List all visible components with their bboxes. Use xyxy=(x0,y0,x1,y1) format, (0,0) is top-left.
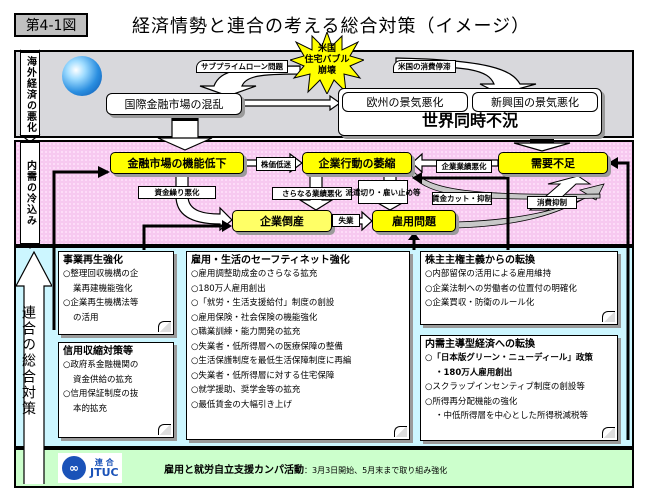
rengo-up-arrow-icon xyxy=(15,250,52,484)
note-item: ○失業者・低所得層への医療保障の整備 xyxy=(191,341,343,352)
note-item: ○内部留保の活用による雇用維持 xyxy=(425,269,552,279)
logo-en: JTUC xyxy=(90,466,119,479)
intl-down-arrowhead xyxy=(157,137,213,151)
note-title: 信用収縮対策等 xyxy=(63,346,133,357)
note-title: 内需主導型経済への転換 xyxy=(425,339,535,350)
connector-credit xyxy=(142,224,230,250)
bankruptcy-box: 企業倒産 xyxy=(232,210,332,232)
note-item: ○企業再生機構法等 xyxy=(63,298,139,308)
note-item: の活用 xyxy=(73,312,99,323)
globe-icon xyxy=(62,56,102,96)
note-item: ○「日本版グリーン・ニューディール」政策 xyxy=(425,353,593,363)
note-title: 雇用・生活のセーフティネット強化 xyxy=(191,255,350,266)
campaign-title: 雇用と就労自立支援カンパ活動 xyxy=(164,465,304,476)
note-item: ○180万人雇用創出 xyxy=(191,283,266,294)
policy-note-credit: 信用収縮対策等 ○政府系金融機関の資金供給の拡充 ○信用保証制度の抜本的拡充 xyxy=(58,342,174,438)
note-item: ○企業買収・防衛のルール化 xyxy=(425,298,535,308)
figure-label: 第4-1図 xyxy=(14,13,88,37)
note-item: ○整理回収機構の企 xyxy=(63,269,139,279)
note-item: ○失業者・低所得層に対する住宅保障 xyxy=(191,370,335,381)
page-title: 経済情勢と連合の考える総合対策（イメージ） xyxy=(132,16,531,37)
us-consumption-label: 米国の消費停滞 xyxy=(393,60,456,73)
jtuc-logo: ∞ 連 合 JTUC xyxy=(58,453,122,483)
intl-to-europe-arrow xyxy=(241,94,342,112)
europe-downturn-box: 欧州の景気悪化 xyxy=(342,92,468,112)
policy-note-revival: 事業再生強化 ○整理回収機構の企業再建機能強化 ○企業再生機構法等の活用 xyxy=(58,251,174,335)
note-item: ○最低賃金の大幅引き上げ xyxy=(191,399,292,410)
connector-revival xyxy=(52,170,108,330)
note-title: 事業再生強化 xyxy=(63,255,123,266)
demand-shortage-box: 需要不足 xyxy=(498,152,608,174)
employment-problem-box: 雇用問題 xyxy=(372,210,456,232)
policy-note-domestic-demand: 内需主導型経済への転換 ○「日本版グリーン・ニューディール」政策・180万人雇用… xyxy=(420,335,618,441)
us-housing-bubble-burst: 米国 住宅バブル 崩壊 xyxy=(304,44,350,76)
world-down-arrowhead xyxy=(513,142,571,152)
subprime-label: サブプライムローン問題 xyxy=(196,60,288,73)
note-item: ○所得再分配機能の強化 xyxy=(425,396,518,407)
corp-performance-label: 企業業績悪化 xyxy=(436,160,492,173)
funding-worsen-label: 資金繰り悪化 xyxy=(138,186,216,199)
logo-jp: 連 合 xyxy=(94,458,114,467)
note-item: 資金供給の拡充 xyxy=(73,374,133,385)
note-item: ○雇用保険・社会保険の機能強化 xyxy=(191,312,318,323)
emerging-downturn-box: 新興国の景気悪化 xyxy=(472,92,598,112)
unemployment-label: 失業 xyxy=(332,214,360,227)
rengo-logo-icon: ∞ xyxy=(62,456,86,480)
burst-icon xyxy=(290,32,364,94)
stock-slump-label: 株価低迷 xyxy=(256,157,296,171)
wage-cut-label: 賃金カット・抑制 xyxy=(432,192,492,205)
note-item: ○生活保護制度を最低生活保障制度に再編 xyxy=(191,356,352,366)
consumption-restraint-label: 消費抑制 xyxy=(527,196,577,209)
intl-finance-turmoil-box: 国際金融市場の混乱 xyxy=(106,93,242,115)
side-label-overseas: 海外経済の悪化 xyxy=(20,52,40,136)
dispatch-cut-label: 派遣切り・雇い止め等 xyxy=(346,180,421,204)
note-item: ・180万人雇用創出 xyxy=(435,367,513,378)
further-performance-label: さらなる業績悪化 xyxy=(272,187,352,200)
side-label-rengo: 連合の総合対策 xyxy=(20,305,36,417)
finance-decline-box: 金融市場の機能低下 xyxy=(110,152,244,174)
note-item: ○職業訓練・能力開発の拡充 xyxy=(191,327,301,337)
note-item: ○企業法制への労働者の位置付の明確化 xyxy=(425,283,577,294)
connector-shareholder xyxy=(414,176,510,250)
campaign-detail: ：3月3日開始、5月末まで取り組み強化 xyxy=(304,466,448,475)
policy-note-shareholder: 株主主権主義からの転換 ○内部留保の活用による雇用維持 ○企業法制への労働者の位置… xyxy=(420,251,618,325)
note-item: 業再建機能強化 xyxy=(73,283,133,294)
corp-shrink-box: 企業行動の萎縮 xyxy=(302,152,412,174)
campaign-text: 雇用と就労自立支援カンパ活動：3月3日開始、5月末まで取り組み強化 xyxy=(164,461,447,476)
note-title: 株主主権主義からの転換 xyxy=(425,255,535,266)
note-item: ○政府系金融機関の xyxy=(63,360,139,370)
policy-note-safety-net: 雇用・生活のセーフティネット強化 ○雇用調整助成金のさらなる拡充 ○180万人雇用… xyxy=(186,251,410,440)
note-item: ・中低所得層を中心とした所得税減税等 xyxy=(435,411,589,421)
side-label-domestic: 内需の冷込み xyxy=(20,142,40,244)
note-item: ○信用保証制度の抜 xyxy=(63,389,139,399)
us-consumption-arrow xyxy=(395,57,537,95)
note-item: 本的拡充 xyxy=(73,403,108,414)
note-item: ○「就労・生活支援給付」制度の創設 xyxy=(191,298,335,308)
note-item: ○スクラップインセンティブ制度の創設等 xyxy=(425,382,585,392)
note-item: ○雇用調整助成金のさらなる拡充 xyxy=(191,269,318,279)
world-down-stem xyxy=(530,137,554,143)
note-item: ○就学援助、奨学金等の拡充 xyxy=(191,385,301,395)
